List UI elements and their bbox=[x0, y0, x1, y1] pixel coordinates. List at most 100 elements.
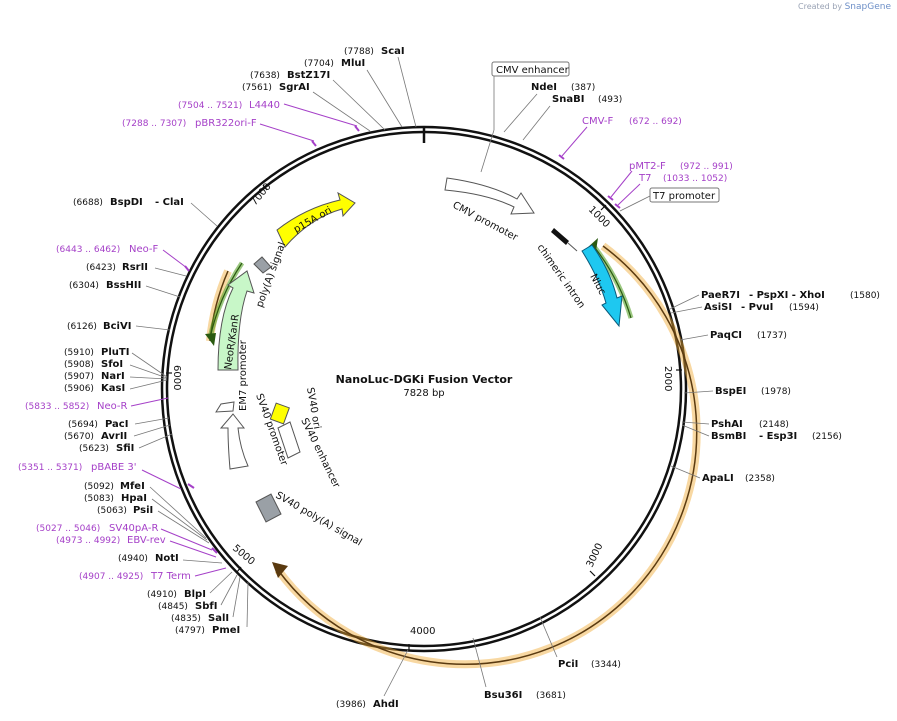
site-mfei[interactable]: (5092)MfeI bbox=[84, 481, 207, 539]
site-scai[interactable]: (7788)ScaI bbox=[344, 46, 417, 128]
orf-arc-main-line bbox=[277, 245, 698, 666]
svg-text:NarI: NarI bbox=[101, 371, 125, 382]
site-bspdi[interactable]: (6688)BspDI- ClaI bbox=[73, 197, 218, 227]
site-asisi[interactable]: AsiSI- PvuI(1594) bbox=[670, 302, 819, 314]
svg-text:(3344): (3344) bbox=[591, 660, 621, 670]
svg-text:4000: 4000 bbox=[410, 626, 435, 637]
site-snabi[interactable]: SnaBI(493) bbox=[522, 94, 622, 141]
tick-3000: 3000 bbox=[585, 542, 606, 577]
sv40-polya-label: SV40 poly(A) signal bbox=[274, 490, 364, 548]
primer-pmt2-f[interactable]: pMT2-F(972 .. 991) bbox=[607, 161, 733, 201]
svg-text:pMT2-F: pMT2-F bbox=[629, 161, 666, 172]
site-sali[interactable]: (4835)SalI bbox=[171, 576, 241, 624]
site-nari[interactable]: (5907)NarI bbox=[64, 371, 168, 382]
site-sgrai[interactable]: (7561)SgrAI bbox=[242, 82, 371, 132]
site-bsmbi[interactable]: BsmBI- Esp3I(2156) bbox=[681, 424, 842, 442]
tick-4000: 4000 bbox=[408, 626, 435, 650]
site-bcivi[interactable]: (6126)BciVI bbox=[67, 321, 171, 332]
site-noti[interactable]: (4940)NotI bbox=[118, 553, 223, 564]
site-pmei[interactable]: (4797)PmeI bbox=[175, 581, 249, 636]
svg-text:(3986): (3986) bbox=[336, 700, 366, 710]
snapgene-watermark: Created by SnapGene bbox=[798, 2, 891, 12]
svg-text:PaeR7I: PaeR7I bbox=[701, 290, 740, 301]
primer-cmv-f[interactable]: CMV-F(672 .. 692) bbox=[558, 116, 682, 160]
tick-6000: 6000 bbox=[166, 365, 182, 390]
site-bstz17i[interactable]: (7638)BstZ17I bbox=[250, 70, 386, 131]
site-kasi[interactable]: (5906)KasI bbox=[64, 379, 168, 394]
plasmid-title: NanoLuc-DGKi Fusion Vector bbox=[336, 373, 513, 386]
site-hpai[interactable]: (5083)HpaI bbox=[84, 493, 208, 541]
primer-ebv-rev[interactable]: (4973 .. 4992)EBV-rev bbox=[56, 535, 217, 558]
primer-t7[interactable]: T7(1033 .. 1052) bbox=[614, 173, 727, 209]
site-sbfi[interactable]: (4845)SbfI bbox=[158, 574, 238, 612]
site-pcii[interactable]: PciI (3344) bbox=[539, 616, 621, 670]
primer-t7-term[interactable]: (4907 .. 4925) T7 Term bbox=[79, 567, 227, 582]
p15a-ori-arrow bbox=[276, 191, 356, 248]
svg-text:PmeI: PmeI bbox=[212, 625, 240, 636]
site-pshai[interactable]: PshAI(2148) bbox=[681, 419, 789, 430]
svg-text:(4907 .. 4925): (4907 .. 4925) bbox=[79, 572, 143, 582]
tick-2000: 2000 bbox=[662, 366, 682, 391]
svg-text:(1033 .. 1052): (1033 .. 1052) bbox=[663, 174, 727, 184]
svg-text:3000: 3000 bbox=[585, 542, 606, 570]
site-mlui[interactable]: (7704)MluI bbox=[304, 58, 403, 128]
site-rsrii[interactable]: (6423)RsrII bbox=[86, 262, 187, 277]
primer-sv40pa-r[interactable]: (5027 .. 5046)SV40pA-R bbox=[36, 523, 218, 554]
svg-text:(7638): (7638) bbox=[250, 71, 280, 81]
chimeric-intron-block bbox=[551, 228, 569, 245]
svg-text:SfiI: SfiI bbox=[116, 443, 134, 454]
site-paci[interactable]: (5694)PacI bbox=[68, 417, 170, 430]
svg-text:(4973 .. 4992): (4973 .. 4992) bbox=[56, 536, 120, 546]
site-paqci[interactable]: PaqCI(1737) bbox=[679, 330, 787, 341]
sv40-enhancer-block bbox=[277, 421, 301, 459]
site-paer7i[interactable]: PaeR7I- PspXI - XhoI(1580) bbox=[669, 290, 880, 310]
svg-text:NotI: NotI bbox=[155, 553, 179, 564]
em7-promoter-arrow bbox=[215, 401, 235, 413]
site-bsu36i[interactable]: Bsu36I(3681) bbox=[472, 637, 566, 701]
svg-text:(5908): (5908) bbox=[64, 360, 94, 370]
svg-text:AsiSI: AsiSI bbox=[704, 302, 732, 313]
svg-text:(5092): (5092) bbox=[84, 482, 114, 492]
site-bsshii[interactable]: (6304)BssHII bbox=[69, 280, 181, 298]
primer-neo-r[interactable]: (5833 .. 5852)Neo-R bbox=[25, 397, 169, 412]
primer-pbr322ori-f[interactable]: (7288 .. 7307)pBR322ori-F bbox=[122, 118, 317, 147]
svg-text:Neo-R: Neo-R bbox=[97, 401, 128, 412]
svg-text:(5351 .. 5371): (5351 .. 5371) bbox=[18, 463, 82, 473]
site-ndei[interactable]: NdeI (387) bbox=[503, 82, 595, 133]
backbone-outer bbox=[160, 125, 688, 653]
site-apali[interactable]: ApaLI(2358) bbox=[670, 465, 775, 484]
svg-text:PciI: PciI bbox=[558, 659, 578, 670]
svg-text:(5694): (5694) bbox=[68, 420, 98, 430]
svg-text:(1978): (1978) bbox=[761, 387, 791, 397]
svg-text:NdeI: NdeI bbox=[531, 82, 557, 93]
sv40-promoter-arrow bbox=[219, 413, 249, 470]
site-sfoi[interactable]: (5908)SfoI bbox=[64, 359, 168, 379]
site-psii[interactable]: (5063)PsiI bbox=[97, 505, 210, 544]
primer-pbabe3[interactable]: (5351 .. 5371) pBABE 3' bbox=[18, 462, 195, 490]
t7-promoter-box bbox=[649, 187, 720, 203]
site-pluti[interactable]: (5910)PluTI bbox=[64, 347, 168, 378]
svg-text:(5623): (5623) bbox=[79, 444, 109, 454]
site-bspei[interactable]: BspEI(1978) bbox=[683, 386, 791, 397]
primer-neo-f[interactable]: (6443 .. 6462)Neo-F bbox=[56, 244, 190, 272]
svg-text:(387): (387) bbox=[571, 83, 595, 93]
site-avrii[interactable]: (5670)AvrII bbox=[64, 424, 171, 442]
svg-text:(5027 .. 5046): (5027 .. 5046) bbox=[36, 524, 100, 534]
svg-text:6000: 6000 bbox=[171, 365, 182, 390]
svg-text:T7 Term: T7 Term bbox=[150, 571, 191, 582]
svg-text:(4910): (4910) bbox=[147, 590, 177, 600]
svg-text:BssHII: BssHII bbox=[106, 280, 141, 291]
svg-text:CMV-F: CMV-F bbox=[582, 116, 613, 127]
svg-text:HpaI: HpaI bbox=[121, 493, 147, 504]
svg-text:(1594): (1594) bbox=[789, 303, 819, 313]
site-blpi[interactable]: (4910)BlpI bbox=[147, 571, 233, 600]
primer-l4440[interactable]: (7504 .. 7521)L4440 bbox=[178, 100, 360, 132]
site-sfii[interactable]: (5623) SfiI bbox=[79, 433, 173, 454]
svg-text:pBABE 3': pBABE 3' bbox=[91, 462, 137, 473]
svg-text:MluI: MluI bbox=[341, 58, 365, 69]
neor-kanr-arrow bbox=[217, 270, 255, 371]
svg-text:AhdI: AhdI bbox=[373, 699, 399, 710]
em7-promoter-label: EM7 promoter bbox=[238, 339, 249, 411]
site-ahdi[interactable]: (3986) AhdI bbox=[336, 649, 409, 710]
svg-text:(7504 .. 7521): (7504 .. 7521) bbox=[178, 101, 242, 111]
